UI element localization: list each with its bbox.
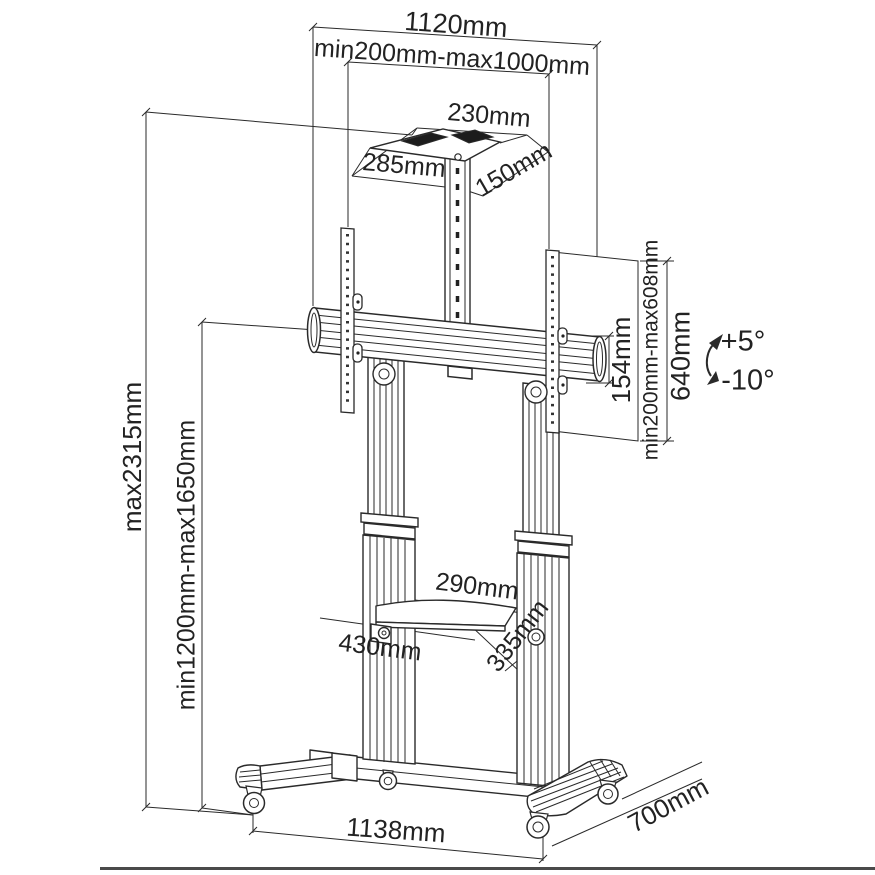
right-column <box>514 382 573 789</box>
dim-label-rail-length: 640mm <box>665 310 696 402</box>
tension-knobs <box>372 362 548 404</box>
dim-label-base-width: 1138mm <box>345 811 447 849</box>
dim-label-bracket-height: 154mm <box>606 316 636 404</box>
tilt-arrow-icon <box>705 334 723 385</box>
dim-label-height-range: min1200mm-max1650mm <box>172 419 201 711</box>
vesa-rail-left <box>340 227 363 414</box>
base-right-foot <box>526 758 628 817</box>
vesa-rail-right <box>545 249 568 434</box>
bottom-divider <box>100 867 875 870</box>
left-column <box>360 356 419 765</box>
base-left-foot <box>235 749 358 791</box>
dim-label-height-max: max2315mm <box>117 381 147 533</box>
caster-wheels <box>242 769 619 839</box>
top-plate <box>369 128 502 162</box>
dim-label-vesa-range: min200mm-max608mm <box>639 239 663 461</box>
tilt-down-label: -10° <box>721 364 775 397</box>
center-column <box>444 151 471 333</box>
media-shelf <box>370 599 545 646</box>
dim-label-total-width: 1120mm <box>403 5 509 44</box>
tilt-up-label: +5° <box>720 325 766 358</box>
crossbar <box>306 306 607 383</box>
dimension-lines <box>141 22 703 864</box>
